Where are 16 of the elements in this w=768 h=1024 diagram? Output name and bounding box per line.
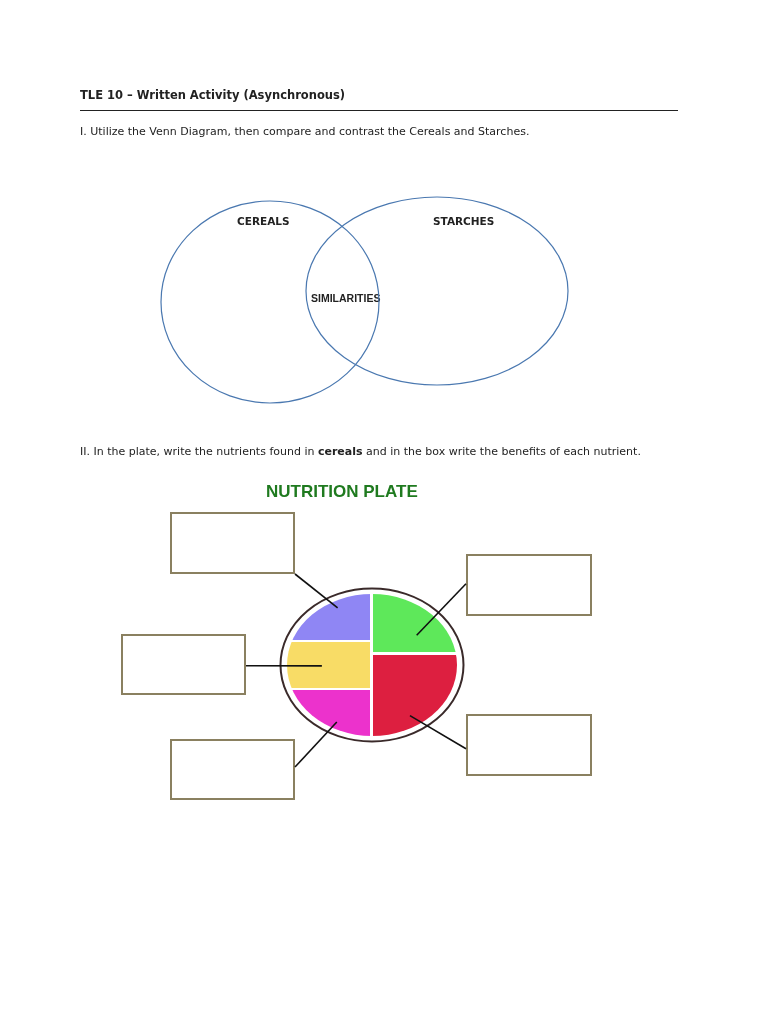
chart-heading: NUTRITION PLATE — [266, 482, 418, 502]
circle-label: CEREALS — [237, 215, 290, 227]
leader-line — [245, 664, 323, 667]
circle-label: STARCHES — [433, 215, 495, 227]
answer-box — [170, 512, 295, 574]
answer-box — [466, 554, 592, 616]
leader-line — [294, 573, 339, 609]
instruction-text: II. In the plate, write the nutrients found in cereals and in the box write the benefits of each nutrient. — [80, 445, 641, 458]
leader-line — [294, 721, 338, 768]
answer-box — [170, 739, 295, 800]
leader-line — [409, 714, 467, 750]
instruction-text: I. Utilize the Venn Diagram, then compare and contrast the Cereals and Starches. — [80, 125, 530, 138]
leader-line — [415, 582, 467, 636]
worksheet-title: TLE 10 – Written Activity (Asynchronous) — [80, 88, 346, 102]
answer-box — [121, 634, 246, 695]
answer-box — [466, 714, 592, 776]
